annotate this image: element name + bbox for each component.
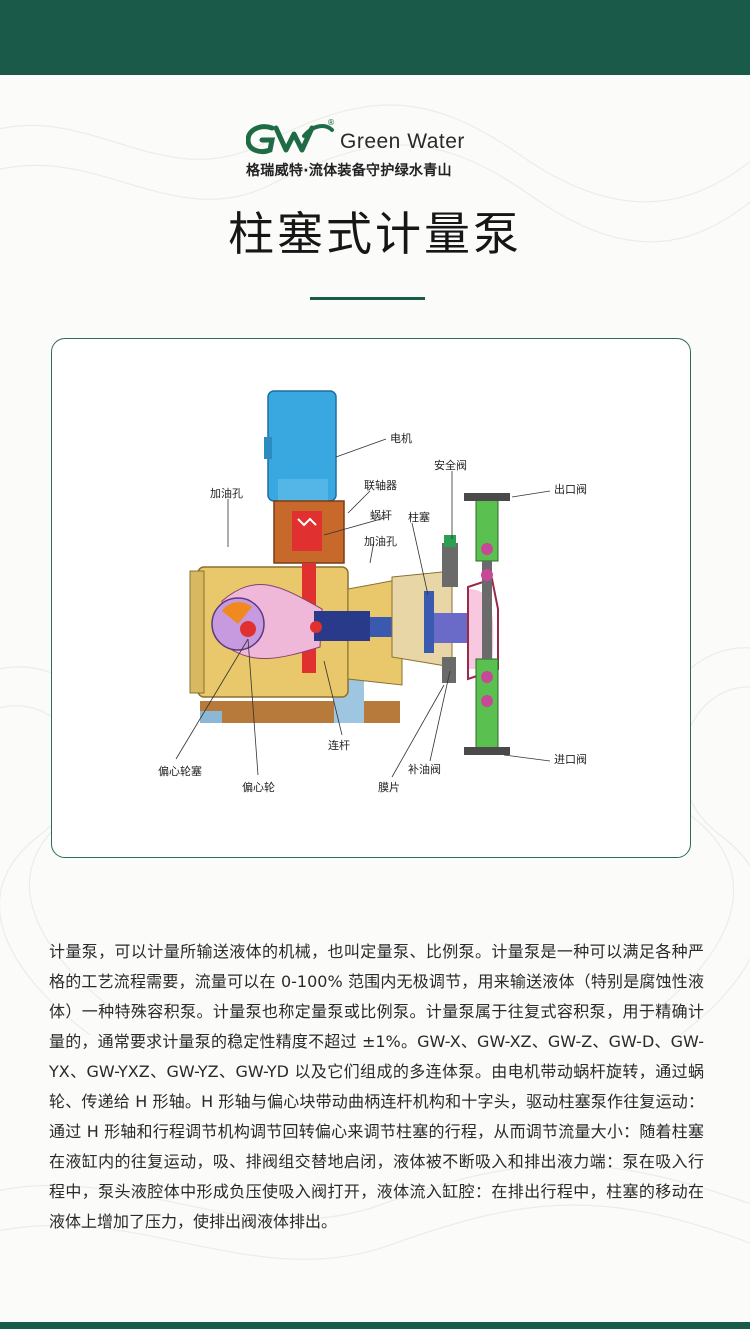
- page-title: 柱塞式计量泵: [228, 207, 522, 261]
- registered-mark: ®: [327, 118, 335, 127]
- description-paragraph: 计量泵，可以计量所输送液体的机械，也叫定量泵、比例泵。计量泵是一种可以满足各种严…: [49, 942, 704, 1231]
- label-connecting-rod: 连杆: [328, 738, 350, 752]
- label-eccentric-slider: 偏心轮塞: [158, 764, 202, 778]
- label-outlet-valve: 出口阀: [554, 482, 587, 496]
- header-bar: [0, 0, 750, 75]
- brand-slogan: 格瑞威特·流体装备守护绿水青山: [246, 163, 452, 179]
- label-plunger: 柱塞: [408, 510, 430, 524]
- footer-bar: [0, 1322, 750, 1329]
- label-motor: 电机: [390, 431, 412, 445]
- label-oil-hole-right: 加油孔: [364, 534, 397, 548]
- label-worm: 蜗杆: [370, 508, 392, 522]
- label-refill-valve: 补油阀: [408, 762, 441, 776]
- label-oil-hole-left: 加油孔: [210, 486, 243, 500]
- brand-name: Green Water: [340, 130, 465, 153]
- label-coupling: 联轴器: [364, 478, 397, 492]
- gw-logo-mark-icon: [246, 124, 334, 155]
- plunger-pump-diagram: 电机 安全阀 加油孔 联轴器 出口阀 蜗杆 柱塞 加油孔 连杆 偏心轮塞 补油阀…: [158, 390, 587, 794]
- brand-logo: ® Green Water 格瑞威特·流体装备守护绿水青山: [0, 118, 750, 180]
- title-divider: [310, 297, 425, 300]
- label-inlet-valve: 进口阀: [554, 752, 587, 766]
- label-diaphragm: 膜片: [378, 781, 400, 794]
- label-eccentric-wheel: 偏心轮: [242, 780, 275, 794]
- pump-diagram-card: 电机 安全阀 加油孔 联轴器 出口阀 蜗杆 柱塞 加油孔 连杆 偏心轮塞 补油阀…: [51, 338, 691, 858]
- label-safety-valve: 安全阀: [434, 458, 467, 472]
